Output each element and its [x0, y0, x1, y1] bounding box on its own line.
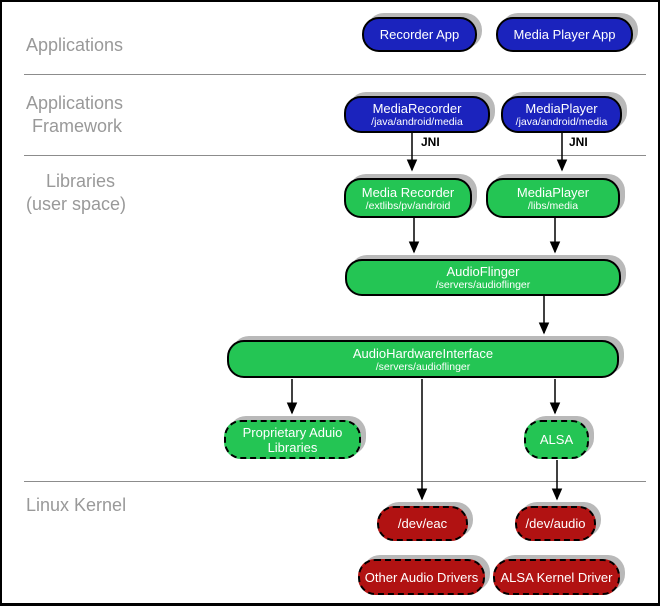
node-title: Proprietary Aduio Libraries — [242, 424, 343, 455]
node-path: /servers/audioflinger — [375, 360, 471, 373]
node-path: /servers/audioflinger — [435, 279, 531, 291]
node-alsa: ALSA — [524, 420, 589, 459]
node-title: MediaRecorder — [372, 101, 462, 116]
node-audiohardwareinterface: AudioHardwareInterface /servers/audiofli… — [227, 340, 619, 378]
layer-label-text: Libraries — [46, 171, 116, 191]
layer-label-linux-kernel: Linux Kernel — [26, 494, 126, 517]
node-path: /extlibs/pv/android — [365, 199, 451, 212]
jni-label-left: JNI — [421, 135, 440, 149]
node-mediaplayer-lib: MediaPlayer /libs/media — [486, 178, 620, 218]
node-title: ALSA Kernel Driver — [500, 569, 613, 585]
node-dev-audio: /dev/audio — [515, 506, 596, 541]
layer-label-text: Linux Kernel — [26, 495, 127, 515]
divider-framework-libraries — [24, 155, 646, 156]
node-title: AudioHardwareInterface — [352, 345, 494, 361]
node-title: ALSA — [539, 432, 574, 447]
node-media-recorder-lib: Media Recorder /extlibs/pv/android — [344, 178, 472, 218]
layer-label-text: Framework — [32, 116, 123, 136]
divider-applications-framework — [24, 74, 646, 75]
jni-label-right: JNI — [569, 135, 588, 149]
node-title: /dev/eac — [397, 516, 448, 531]
node-dev-eac: /dev/eac — [377, 506, 468, 541]
node-title: Media Recorder — [361, 184, 455, 200]
node-title: Other Audio Drivers — [364, 569, 479, 585]
node-title: Recorder App — [379, 27, 460, 42]
layer-label-applications-framework: Applications Framework — [26, 92, 123, 138]
node-path: /libs/media — [527, 199, 579, 212]
node-title: Media Player App — [513, 27, 616, 42]
node-title: MediaPlayer — [516, 184, 590, 200]
layer-label-applications: Applications — [26, 34, 123, 57]
node-alsa-kernel-driver: ALSA Kernel Driver — [493, 559, 620, 595]
node-title: AudioFlinger — [446, 264, 520, 279]
node-proprietary-audio-libraries: Proprietary Aduio Libraries — [224, 420, 361, 459]
node-other-audio-drivers: Other Audio Drivers — [358, 559, 485, 595]
node-title: MediaPlayer — [525, 101, 598, 116]
layer-label-text: Applications — [26, 35, 124, 55]
node-mediaplayer-framework: MediaPlayer /java/android/media — [501, 96, 622, 133]
node-recorder-app: Recorder App — [362, 17, 477, 52]
layer-label-text: (user space) — [26, 194, 127, 214]
node-mediarecorder-framework: MediaRecorder /java/android/media — [344, 96, 490, 133]
node-title: /dev/audio — [525, 516, 586, 531]
node-path: /java/android/media — [371, 116, 463, 128]
node-media-player-app: Media Player App — [496, 17, 633, 52]
node-audioflinger: AudioFlinger /servers/audioflinger — [345, 259, 621, 296]
divider-libraries-kernel — [24, 481, 646, 482]
node-path: /java/android/media — [515, 116, 608, 128]
layer-label-text: Applications — [26, 93, 124, 113]
layer-label-libraries: Libraries (user space) — [26, 170, 126, 216]
